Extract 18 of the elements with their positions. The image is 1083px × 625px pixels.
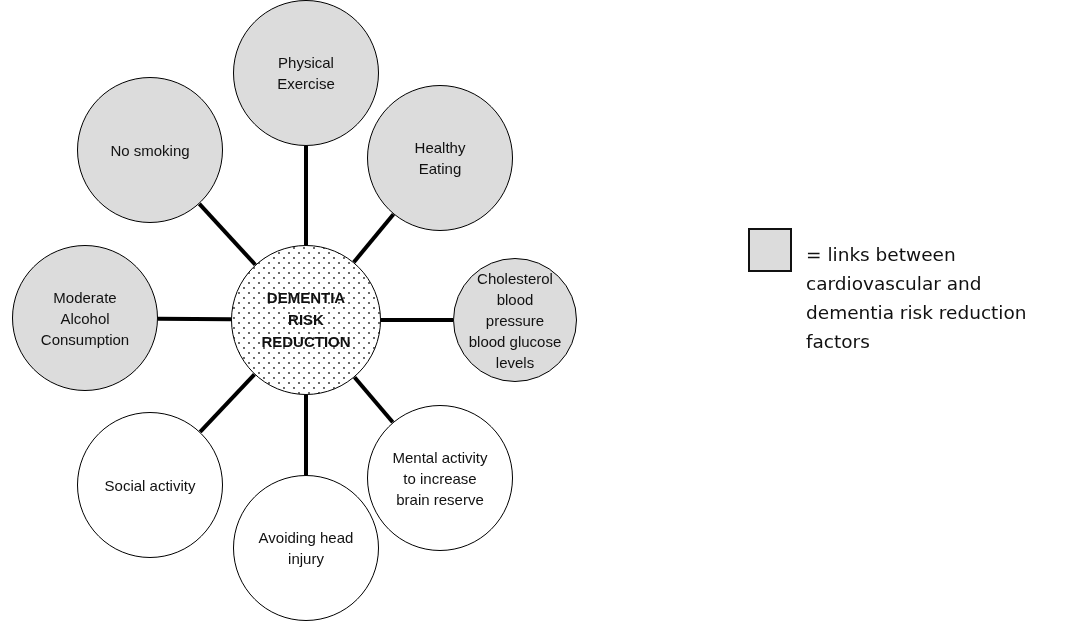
factor-label: Avoiding head injury xyxy=(258,528,354,569)
connector-line xyxy=(352,212,395,264)
factor-label: Moderate Alcohol Consumption xyxy=(39,287,131,350)
factor-label: Physical Exercise xyxy=(276,53,336,94)
factor-label: Cholesterol blood pressure blood glucose levels xyxy=(467,268,563,373)
connector-line xyxy=(353,375,395,424)
connector-line xyxy=(304,146,308,245)
connector-line xyxy=(198,373,256,434)
factor-label: Social activity xyxy=(104,475,196,496)
connector-line xyxy=(157,316,232,322)
factor-label: Healthy Eating xyxy=(413,138,467,179)
connector-line xyxy=(381,318,453,322)
connector-line xyxy=(304,395,308,475)
connector-line xyxy=(197,202,257,267)
factor-label: Mental activity to increase brain reserve xyxy=(392,447,488,510)
legend-text: = links between cardiovascular and dementia risk reduction factors xyxy=(806,243,1028,354)
factor-label: No smoking xyxy=(110,140,190,161)
center-label: DEMENTIA RISK REDUCTION xyxy=(260,288,352,352)
